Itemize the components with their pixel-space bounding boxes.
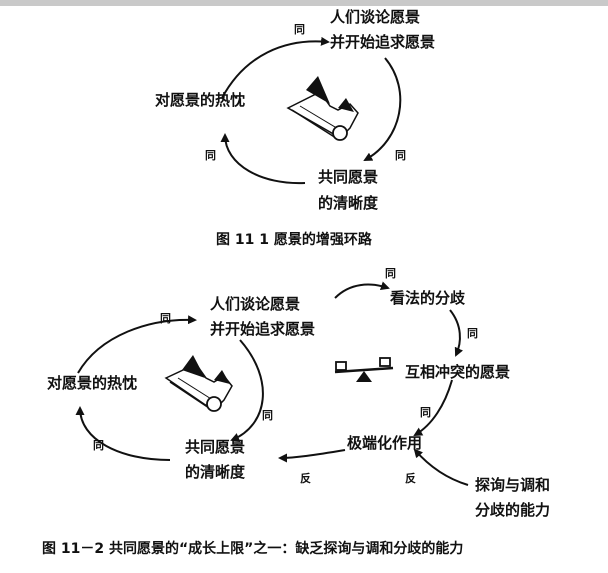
- snowball-icon-2: [164, 355, 233, 412]
- clarity-line-1: 共同愿景: [318, 168, 379, 186]
- talk-line-1: 人们谈论愿景: [210, 295, 301, 313]
- arrow-talk-to-clarity-2: [230, 339, 264, 442]
- link-label-same: 同: [160, 312, 171, 325]
- divergence-label: 看法的分歧: [390, 289, 466, 307]
- inquiry-line-2: 分歧的能力: [475, 501, 551, 519]
- arrow-polarization-to-clarity: [278, 449, 346, 463]
- link-label-opposite: 反: [300, 472, 311, 485]
- arrow-passion-to-talk-2: [77, 315, 197, 374]
- talk-line-2: 并开始追求愿景: [330, 33, 436, 51]
- link-label-same: 同: [294, 23, 305, 36]
- window-top-strip: [0, 0, 608, 6]
- talk-line-2: 并开始追求愿景: [210, 320, 316, 338]
- figure-caption-11-2: 图 11－2 共同愿景的“成长上限”之一：缺乏探询与调和分歧的能力: [42, 541, 464, 557]
- link-label-same: 同: [93, 439, 104, 452]
- arrow-talk-to-clarity: [363, 57, 402, 161]
- seesaw-plank: [334, 366, 394, 374]
- conflict-label: 互相冲突的愿景: [405, 363, 511, 381]
- arrow-inquiry-to-polarization: [413, 448, 469, 486]
- polarization-label: 极端化作用: [347, 434, 423, 452]
- link-label-same: 同: [262, 409, 273, 422]
- arrow-divergence-to-conflict: [449, 309, 464, 357]
- arrow-talk-to-divergence: [334, 281, 390, 299]
- clarity-line-2: 的清晰度: [318, 194, 379, 212]
- seesaw-right-box: [379, 357, 391, 367]
- seesaw-left-box: [335, 361, 347, 371]
- arrow-clarity-to-passion: [220, 133, 306, 185]
- passion-label: 对愿景的热忱: [155, 91, 246, 109]
- arrow-passion-to-talk: [221, 36, 330, 99]
- clarity-line-1: 共同愿景: [185, 438, 246, 456]
- link-label-same: 同: [385, 267, 396, 280]
- arrow-clarity-to-passion-2: [75, 406, 171, 461]
- figure-caption-11-1: 图 11 1 愿景的增强环路: [216, 232, 372, 248]
- inquiry-line-1: 探询与调和: [475, 476, 551, 494]
- link-label-same: 同: [395, 149, 406, 162]
- seesaw-pivot: [356, 371, 372, 382]
- link-label-same: 同: [205, 149, 216, 162]
- talk-line-1: 人们谈论愿景: [330, 8, 421, 26]
- link-label-same: 同: [467, 327, 478, 340]
- arrow-conflict-to-polarization: [413, 379, 453, 437]
- snowball-icon-1: [286, 76, 359, 141]
- passion-label: 对愿景的热忱: [47, 374, 138, 392]
- link-label-same: 同: [420, 406, 431, 419]
- link-label-opposite: 反: [405, 472, 416, 485]
- clarity-line-2: 的清晰度: [185, 463, 246, 481]
